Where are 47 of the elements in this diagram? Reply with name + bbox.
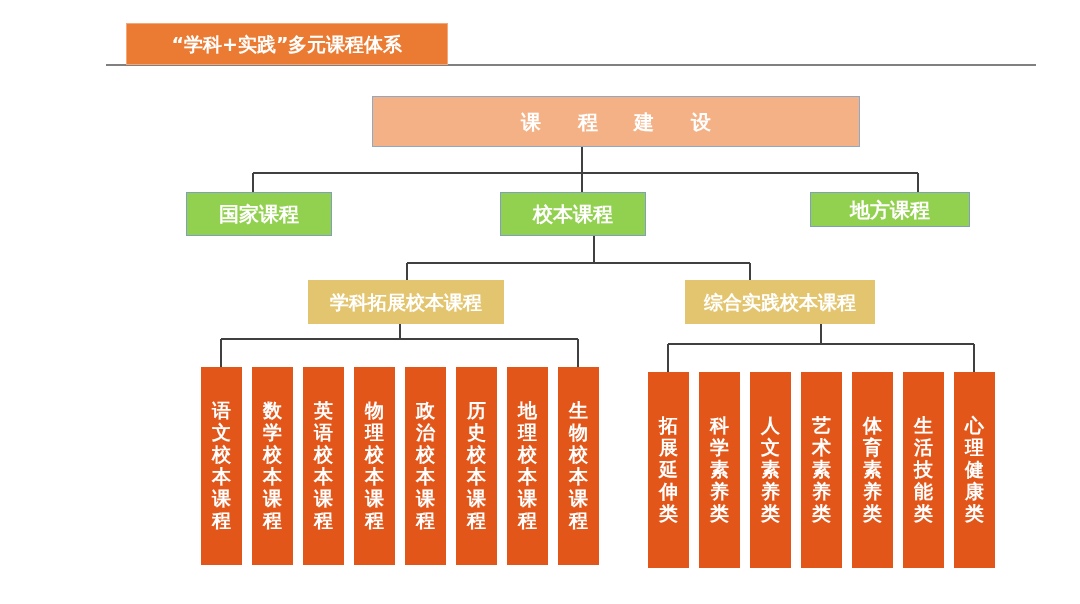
course-column bbox=[405, 367, 446, 565]
category-box bbox=[500, 192, 646, 236]
course-column bbox=[201, 367, 242, 565]
course-column bbox=[903, 372, 944, 568]
course-column bbox=[699, 372, 740, 568]
node-label: 学科拓展校本课程 bbox=[330, 289, 482, 315]
node-label: 政治校本课程 bbox=[416, 400, 435, 532]
course-column bbox=[801, 372, 842, 568]
node-label: 地理校本课程 bbox=[518, 400, 537, 532]
course-column bbox=[648, 372, 689, 568]
connector-line bbox=[220, 323, 579, 368]
node-label: 国家课程 bbox=[219, 201, 299, 228]
course-column bbox=[252, 367, 293, 565]
course-column bbox=[507, 367, 548, 565]
course-column bbox=[750, 372, 791, 568]
connector-line bbox=[667, 323, 975, 373]
heading-box bbox=[372, 96, 860, 147]
connector-line bbox=[252, 146, 919, 193]
node-label: 心理健康类 bbox=[965, 415, 984, 525]
node-label: 地方课程 bbox=[850, 196, 930, 224]
category-box bbox=[186, 192, 332, 236]
course-column bbox=[303, 367, 344, 565]
title-banner: “学科+实践”多元课程体系 bbox=[126, 23, 448, 65]
node-label: 艺术素养类 bbox=[812, 415, 831, 525]
node-label: 综合实践校本课程 bbox=[704, 289, 856, 315]
node-label: 语文校本课程 bbox=[212, 400, 231, 532]
course-column bbox=[354, 367, 395, 565]
node-label: 物理校本课程 bbox=[365, 400, 384, 532]
node-label: 生物校本课程 bbox=[569, 400, 588, 532]
node-label: 校本课程 bbox=[533, 201, 613, 228]
node-label: 体育素养类 bbox=[863, 415, 882, 525]
node-label: 科学素养类 bbox=[710, 415, 729, 525]
node-label: 课 程 建 设 bbox=[520, 108, 712, 136]
node-label: 生活技能类 bbox=[914, 415, 933, 525]
subcategory-box bbox=[308, 280, 504, 324]
connector-line bbox=[406, 235, 751, 281]
course-column bbox=[558, 367, 599, 565]
category-box bbox=[810, 192, 970, 227]
node-label: 英语校本课程 bbox=[314, 400, 333, 532]
node-label: 历史校本课程 bbox=[467, 400, 486, 532]
subcategory-box bbox=[685, 280, 875, 324]
node-label: 人文素养类 bbox=[761, 415, 780, 525]
node-label: 拓展延伸类 bbox=[659, 415, 678, 525]
node-label: 数学校本课程 bbox=[263, 400, 282, 532]
course-column bbox=[852, 372, 893, 568]
course-column bbox=[954, 372, 995, 568]
course-column bbox=[456, 367, 497, 565]
